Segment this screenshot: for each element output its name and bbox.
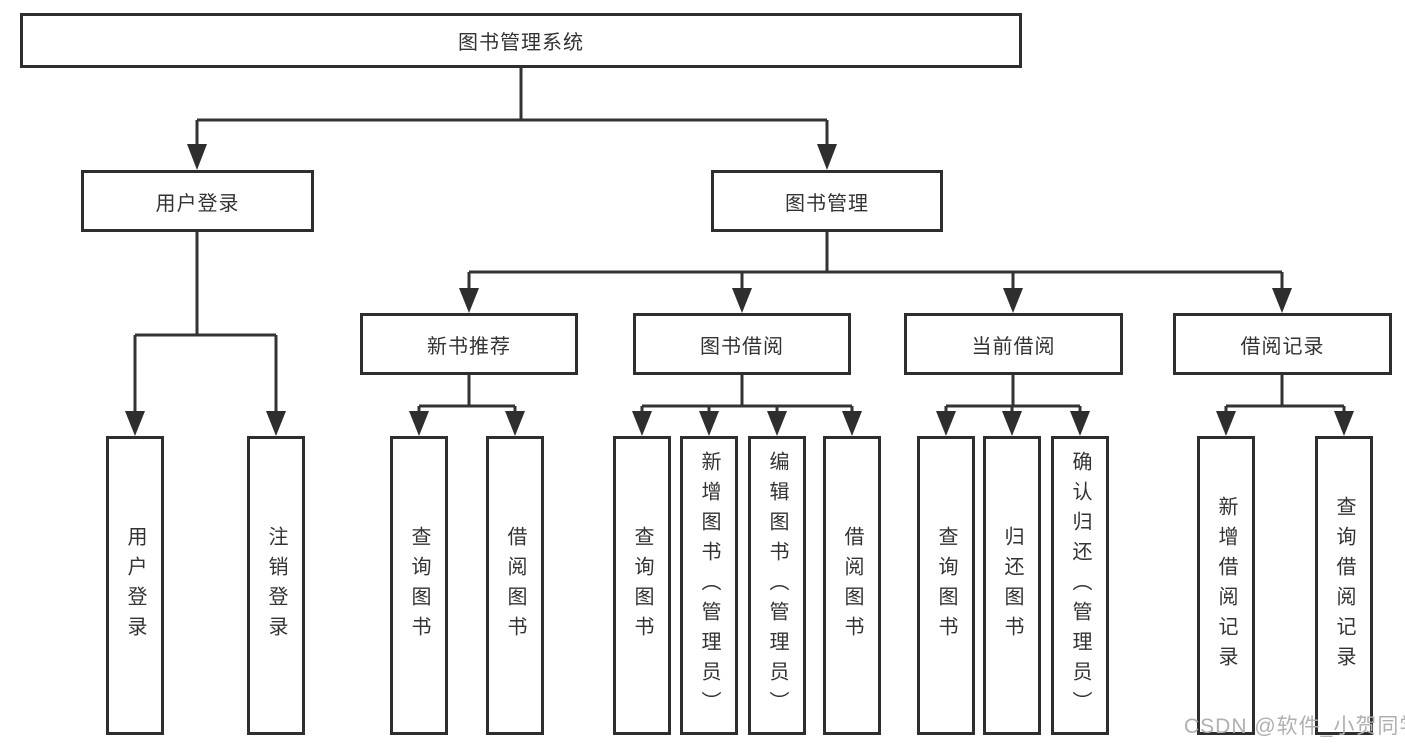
node-borrow-records-label: 借阅记录 (1240, 335, 1325, 358)
leaf-query-book-current: 查询图书 (917, 436, 975, 735)
leaf-query-borrow-record-label: 查询借阅记录 (1333, 495, 1355, 676)
node-book-management: 图书管理 (711, 170, 943, 232)
node-book-borrowing: 图书借阅 (633, 313, 851, 375)
leaf-logout: 注销登录 (247, 436, 305, 735)
leaf-borrow-book-recommend-label: 借阅图书 (504, 525, 526, 646)
node-user-login-label: 用户登录 (155, 192, 240, 215)
leaf-query-book-recommend-label: 查询图书 (408, 525, 430, 646)
leaf-logout-label: 注销登录 (265, 525, 287, 646)
leaf-return-book: 归还图书 (983, 436, 1041, 735)
leaf-query-book-recommend: 查询图书 (390, 436, 448, 735)
leaf-query-borrow-record: 查询借阅记录 (1315, 436, 1373, 735)
leaf-query-book-borrowing: 查询图书 (613, 436, 671, 735)
leaf-query-book-current-label: 查询图书 (935, 525, 957, 646)
leaf-add-borrow-record-label: 新增借阅记录 (1215, 495, 1237, 676)
leaf-add-book-admin: 新增图书（管理员） (680, 436, 738, 735)
leaf-edit-book-admin-label: 编辑图书（管理员） (766, 450, 788, 721)
leaf-borrow-book-recommend: 借阅图书 (486, 436, 544, 735)
leaf-borrow-book-label: 借阅图书 (841, 525, 863, 646)
leaf-borrow-book: 借阅图书 (823, 436, 881, 735)
node-book-borrowing-label: 图书借阅 (700, 335, 784, 358)
leaf-confirm-return-admin: 确认归还（管理员） (1051, 436, 1109, 735)
csdn-watermark: CSDN @软件_小贺同学 (1184, 715, 1405, 738)
node-current-borrowing: 当前借阅 (904, 313, 1123, 375)
node-book-management-label: 图书管理 (785, 192, 869, 215)
leaf-user-login-label: 用户登录 (124, 525, 146, 646)
leaf-confirm-return-admin-label: 确认归还（管理员） (1069, 450, 1091, 721)
leaf-user-login: 用户登录 (106, 436, 164, 735)
node-root-label: 图书管理系统 (458, 32, 584, 54)
node-user-login: 用户登录 (81, 170, 314, 232)
leaf-add-borrow-record: 新增借阅记录 (1197, 436, 1255, 735)
leaf-return-book-label: 归还图书 (1001, 525, 1023, 646)
node-root: 图书管理系统 (20, 13, 1022, 68)
node-new-book-recommend-label: 新书推荐 (427, 335, 511, 358)
node-borrow-records: 借阅记录 (1173, 313, 1392, 375)
node-new-book-recommend: 新书推荐 (360, 313, 578, 375)
leaf-edit-book-admin: 编辑图书（管理员） (748, 436, 806, 735)
node-current-borrowing-label: 当前借阅 (971, 335, 1056, 358)
leaf-add-book-admin-label: 新增图书（管理员） (698, 450, 720, 721)
leaf-query-book-borrowing-label: 查询图书 (631, 525, 653, 646)
